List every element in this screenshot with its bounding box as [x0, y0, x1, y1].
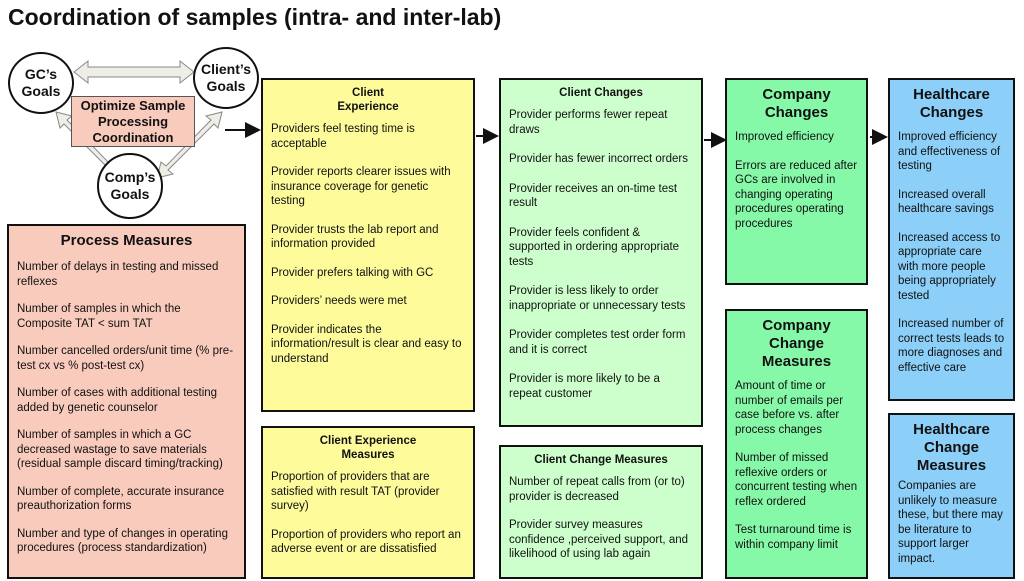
list-item: Provider is less likely to order inappro…	[509, 285, 686, 312]
list-item: Errors are reduced after GCs are involve…	[735, 159, 858, 230]
list-item: Provider prefers talking with GC	[271, 266, 434, 279]
process-measures-box: Process Measures Number of delays in tes…	[7, 224, 246, 579]
list-item: Providers’ needs were met	[271, 295, 407, 307]
healthcare-change-measures-box: Healthcare Change Measures Companies are…	[888, 413, 1015, 579]
list-item: Providers feel testing time is acceptabl…	[271, 123, 415, 150]
list-item: Increased number of correct tests leads …	[898, 318, 1005, 374]
list-item: Increased overall healthcare savings	[898, 188, 994, 216]
list-item: Proportion of providers who report an ad…	[271, 528, 461, 556]
list-item: Number and type of changes in operating …	[17, 527, 228, 555]
client-experience-measures-box: Client Experience Measures Proportion of…	[261, 426, 475, 579]
company-changes-title: Company Changes	[762, 86, 831, 121]
client-experience-measures-title: Client Experience Measures	[319, 435, 417, 461]
list-item: Provider trusts the lab report and infor…	[271, 223, 439, 251]
list-item: Number of missed reflexive orders or con…	[735, 452, 858, 508]
list-item: Number of samples in which the Composite…	[17, 303, 181, 330]
healthcare-changes-box: Healthcare Changes Improved efficiency a…	[888, 78, 1015, 401]
client-changes-box: Client Changes Provider performs fewer r…	[499, 78, 703, 427]
list-item: Test turnaround time is within company l…	[735, 524, 852, 551]
list-item: Number of repeat calls from (or to) prov…	[509, 476, 685, 503]
list-item: Number of delays in testing and missed r…	[17, 261, 219, 288]
client-changes-title: Client Changes	[559, 87, 643, 99]
healthcare-change-measures-text: Companies are unlikely to measure these,…	[898, 480, 1003, 565]
company-changes-box: Company Changes Improved efficiency Erro…	[725, 78, 868, 285]
client-experience-box: Client Experience Providers feel testing…	[261, 78, 475, 412]
company-change-measures-box: Company Change Measures Amount of time o…	[725, 309, 868, 579]
healthcare-changes-title: Healthcare Changes	[913, 86, 990, 121]
list-item: Provider performs fewer repeat draws	[509, 109, 668, 136]
healthcare-change-measures-title: Healthcare Change Measures	[913, 421, 990, 474]
optimize-coordination-box: Optimize Sample Processing Coordination	[71, 96, 195, 147]
list-item: Provider is more likely to be a repeat c…	[509, 373, 660, 400]
list-item: Provider has fewer incorrect orders	[509, 153, 688, 165]
client-change-measures-title: Client Change Measures	[534, 454, 668, 466]
list-item: Provider completes test order form and i…	[509, 329, 686, 356]
list-item: Provider reports clearer issues with ins…	[271, 166, 451, 207]
list-item: Amount of time or number of emails per c…	[735, 380, 844, 436]
client-change-measures-box: Client Change Measures Number of repeat …	[499, 445, 703, 579]
list-item: Number of complete, accurate insurance p…	[17, 485, 225, 513]
page-title: Coordination of samples (intra- and inte…	[8, 4, 502, 30]
list-item: Improved efficiency and effectiveness of…	[898, 131, 1001, 172]
list-item: Provider feels confident & supported in …	[509, 226, 680, 268]
gc-goals-circle: GC’s Goals	[8, 52, 74, 114]
list-item: Increased access to appropriate care wit…	[898, 231, 1001, 302]
list-item: Provider indicates the information/resul…	[271, 323, 462, 365]
process-measures-title: Process Measures	[60, 232, 193, 249]
list-item: Provider survey measures confidence ,per…	[509, 519, 689, 560]
list-item: Number of samples in which a GC decrease…	[17, 429, 223, 470]
list-item: Number of cases with additional testing …	[17, 387, 218, 414]
list-item: Proportion of providers that are satisfi…	[271, 471, 440, 512]
goals-double-arrow-top	[73, 59, 195, 85]
client-goals-circle: Client’s Goals	[193, 47, 259, 109]
company-change-measures-title: Company Change Measures	[761, 317, 832, 370]
list-item: Number cancelled orders/unit time (% pre…	[17, 345, 234, 372]
client-experience-title: Client Experience	[337, 87, 399, 113]
comp-goals-circle: Comp’s Goals	[97, 153, 163, 219]
list-item: Improved efficiency	[735, 131, 834, 143]
list-item: Provider receives an on-time test result	[509, 182, 678, 210]
